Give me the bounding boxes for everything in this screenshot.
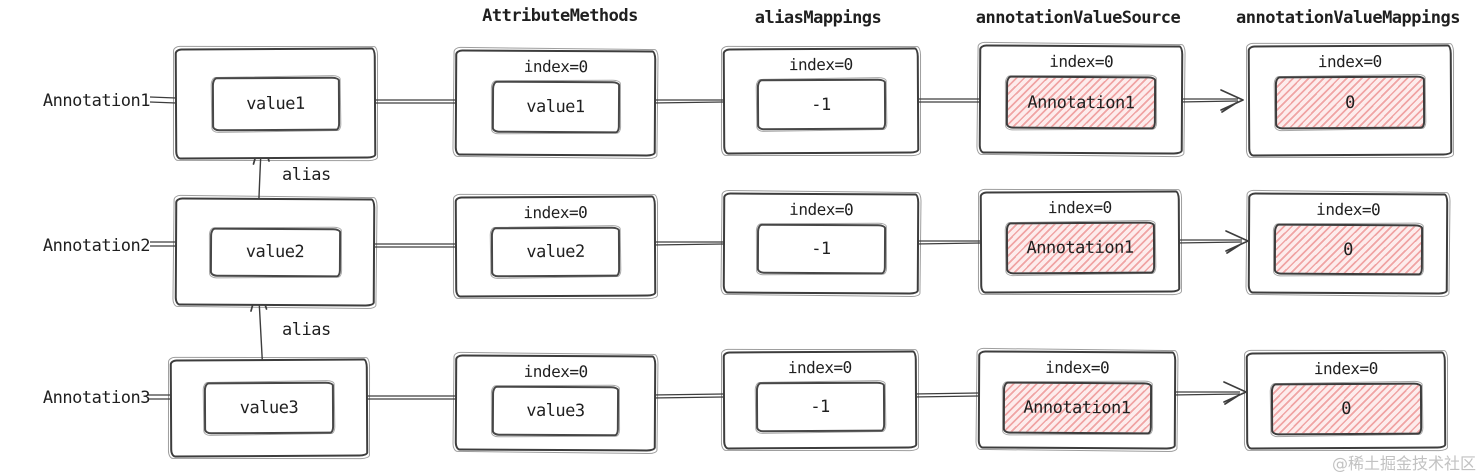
row-label-annotation1: Annotation1	[42, 91, 151, 111]
annotation-value-source-box: Annotation1	[1005, 75, 1157, 130]
index-label: index=0	[1316, 199, 1381, 220]
index-label: index=0	[1047, 197, 1112, 218]
node-annotation2: value2	[174, 197, 376, 307]
node-annotation3-alias-mappings: index=0 -1	[722, 350, 918, 450]
annotation-value-mappings-box: 0	[1270, 382, 1422, 436]
node-annotation2-attribute-methods: index=0 value2	[454, 195, 657, 298]
node-annotation1-attribute-methods: index=0 value1	[454, 49, 657, 157]
index-label: index=0	[1049, 51, 1114, 72]
index-label: index=0	[787, 357, 852, 378]
annotation-value-box: value2	[209, 227, 341, 277]
index-label: index=0	[789, 199, 854, 220]
attribute-methods-value-box: value3	[491, 385, 620, 437]
alias-mappings-value-box: -1	[756, 223, 886, 275]
index-label: index=0	[523, 202, 588, 223]
alias-label-1: alias	[282, 165, 331, 185]
column-header-annotation-value-mappings: annotationValueMappings	[1236, 8, 1460, 28]
node-annotation1-alias-mappings: index=0 -1	[722, 47, 920, 155]
alias-mappings-value-box: -1	[756, 78, 886, 131]
annotation-value-mappings-box: 0	[1273, 223, 1423, 276]
node-annotation1: value1	[174, 47, 377, 160]
index-label: index=0	[788, 54, 853, 75]
annotation-value-source-box: Annotation1	[1005, 221, 1155, 275]
annotation-value-mappings-box: 0	[1274, 75, 1426, 130]
alias-mappings-value-box: -1	[755, 381, 885, 433]
column-header-annotation-value-source: annotationValueSource	[975, 8, 1181, 28]
node-annotation3-value-mappings: index=0 0	[1245, 351, 1447, 450]
row-label-annotation2: Annotation2	[42, 236, 151, 256]
node-annotation3-value-source: index=0 Annotation1	[977, 350, 1177, 450]
column-header-attribute-methods: AttributeMethods	[482, 6, 638, 26]
juejin-watermark: @稀土掘金技术社区	[1331, 454, 1476, 473]
annotation-value-source-box: Annotation1	[1002, 381, 1152, 435]
index-label: index=0	[1313, 358, 1378, 379]
annotation-value-box: value1	[211, 76, 340, 131]
node-annotation1-value-source: index=0 Annotation1	[978, 44, 1184, 155]
index-label: index=0	[523, 56, 588, 77]
attribute-methods-value-box: value1	[491, 80, 620, 134]
annotation-value-box: value3	[203, 381, 335, 435]
node-annotation3: value3	[169, 358, 369, 458]
node-annotation2-value-mappings: index=0 0	[1247, 192, 1449, 295]
attribute-methods-value-box: value2	[490, 226, 621, 278]
index-label: index=0	[523, 361, 588, 382]
alias-label-2: alias	[282, 320, 331, 340]
node-annotation3-attribute-methods: index=0 value3	[454, 354, 657, 452]
index-label: index=0	[1045, 357, 1110, 378]
node-annotation2-value-source: index=0 Annotation1	[979, 190, 1181, 294]
column-header-alias-mappings: aliasMappings	[754, 8, 882, 28]
index-label: index=0	[1317, 51, 1382, 72]
node-annotation1-value-mappings: index=0 0	[1247, 44, 1453, 157]
row-label-annotation3: Annotation3	[42, 388, 151, 408]
node-annotation2-alias-mappings: index=0 -1	[722, 192, 920, 295]
